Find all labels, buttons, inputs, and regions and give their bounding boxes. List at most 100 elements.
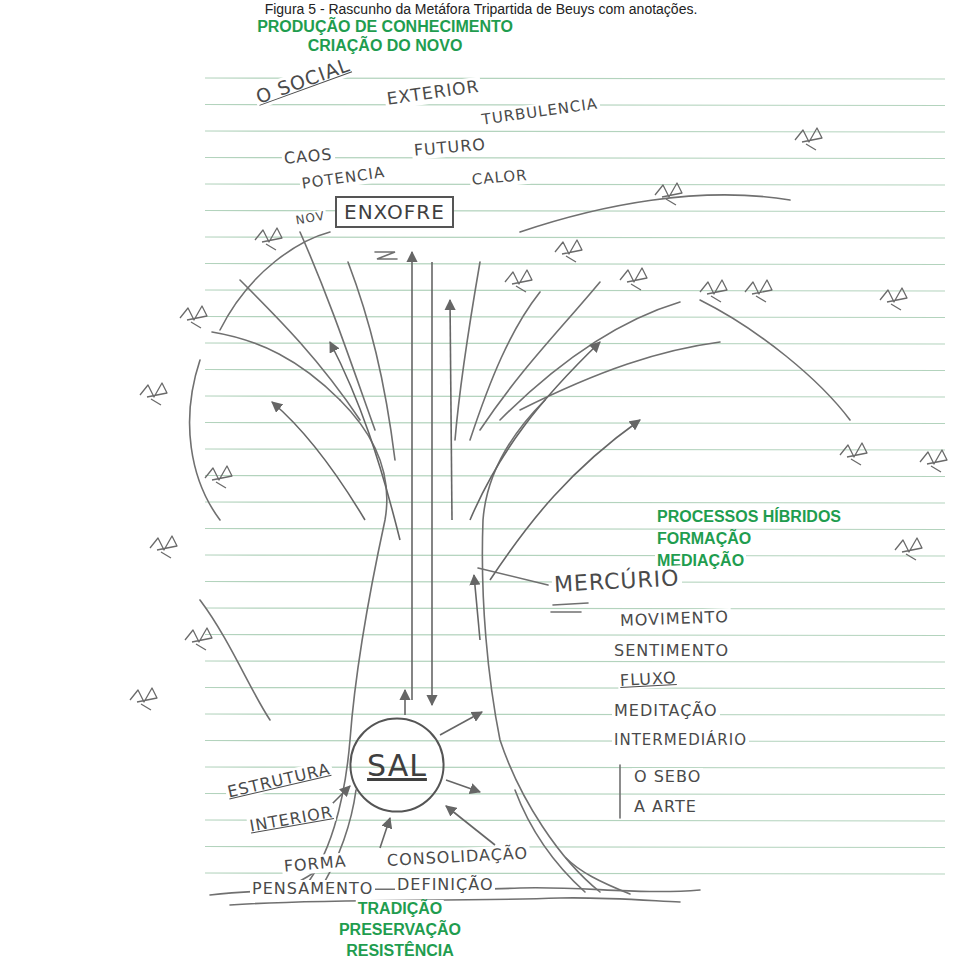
bird-scribble [920,450,947,472]
paper-line [205,131,945,132]
paper-line [205,635,945,636]
pencil-stroke [619,765,621,818]
pencil-stroke [700,300,850,420]
bird-scribble [700,280,727,302]
bird-scribble [255,228,282,250]
pencil-stroke [551,603,588,612]
handwritten-note: CALOR [469,167,530,189]
pencil-arrow [474,575,480,640]
pencil-arrow [446,806,495,845]
bird-scribble [205,466,232,488]
paper-line [205,343,945,344]
pencil-stroke [520,195,790,232]
paper-line [205,555,945,556]
element-name: SAL [367,748,427,783]
section-heading: CRIAÇÃO DO NOVO [306,37,465,55]
pencil-arrow [272,402,365,520]
paper-line [205,608,945,609]
handwritten-note: CAOS [281,145,335,168]
pencil-stroke [455,262,480,440]
pencil-stroke [500,302,680,420]
bird-scribble [140,383,167,405]
bird-scribble [130,688,157,710]
handwritten-note: PENSAMENTO [250,880,375,898]
handwritten-note: ESTRUTURA [224,760,334,802]
section-heading: PRODUÇÃO DE CONHECIMENTO [255,18,515,36]
section-heading: RESISTÊNCIA [344,942,456,960]
paper-line [205,661,945,662]
pencil-stroke [520,342,720,410]
pencil-arrow [404,690,406,715]
bird-scribble [555,240,582,262]
bird-scribble [895,538,922,560]
element-name: ENXOFRE [344,200,445,224]
pencil-stroke [482,400,600,892]
pencil-stroke [200,600,270,720]
bird-scribble [795,128,822,150]
handwritten-note: TURBULENCIA [479,95,601,129]
handwritten-note: INTERMEDIÁRIO [612,732,749,749]
pencil-stroke [240,280,360,420]
bird-scribble [745,280,772,302]
pencil-stroke [515,790,585,892]
handwritten-note: MOVIMENTO [618,608,732,630]
bird-scribble [840,443,867,465]
pencil-arrow [431,262,433,705]
paper-line [205,370,945,371]
pencil-stroke [220,232,330,330]
handwritten-note: FLUXO [618,669,679,691]
bird-scribble [620,268,647,290]
paper-line [205,264,945,265]
handwritten-note: DEFINIÇÃO [395,876,495,894]
handwritten-note: NOV [293,209,328,228]
bird-scribble [150,536,177,558]
handwritten-note: CONSOLIDAÇÃO [385,844,531,870]
handwritten-note: MEDITAÇÃO [612,702,720,720]
handwritten-note: O SOCIAL [251,54,355,110]
paper-line [205,423,945,424]
pencil-arrow [450,300,452,520]
paper-line [205,688,945,689]
circle-outline [350,718,443,811]
pencil-stroke [480,282,600,430]
pencil-arrow [470,342,600,520]
pencil-stroke [348,262,395,460]
handwritten-note: SENTIMENTO [612,642,731,660]
section-heading: TRADIÇÃO [356,900,444,918]
pencil-stroke [300,232,375,430]
pencil-stroke [478,568,548,585]
paper-line [205,714,945,715]
pencil-stroke [212,332,340,400]
pencil-strokes [130,128,947,905]
pencil-stroke [190,360,220,520]
bird-scribble [880,288,907,310]
pencil-arrow [330,342,400,540]
paper-line [205,317,945,318]
pencil-stroke [230,898,680,905]
paper-line [205,502,945,503]
bird-scribble [180,306,207,328]
section-heading: PRESERVAÇÃO [337,921,463,939]
element-box: ENXOFRE [335,196,454,228]
bird-scribble [505,270,532,292]
pencil-arrow [490,420,640,580]
bird-scribble [185,628,212,650]
element-circle: SAL [349,717,445,813]
section-heading: PROCESSOS HÍBRIDOS [655,508,843,526]
paper-line [205,794,945,795]
paper-line [205,529,945,530]
paper-lines [205,78,945,874]
pencil-arrow [446,780,480,792]
figure-title: Figura 5 - Rascunho da Metáfora Triparti… [263,1,700,17]
section-heading: FORMAÇÃO [655,530,753,548]
paper-line [205,741,945,742]
pencil-stroke [375,252,397,259]
handwritten-note: MERCÚRIO [551,565,682,597]
bird-scribble [655,183,682,205]
handwritten-note: POTENCIA [299,164,388,193]
handwritten-note: INTERIOR [246,803,336,836]
handwritten-note: A ARTE [632,798,699,816]
paper-line [205,396,945,397]
paper-line [205,847,945,848]
